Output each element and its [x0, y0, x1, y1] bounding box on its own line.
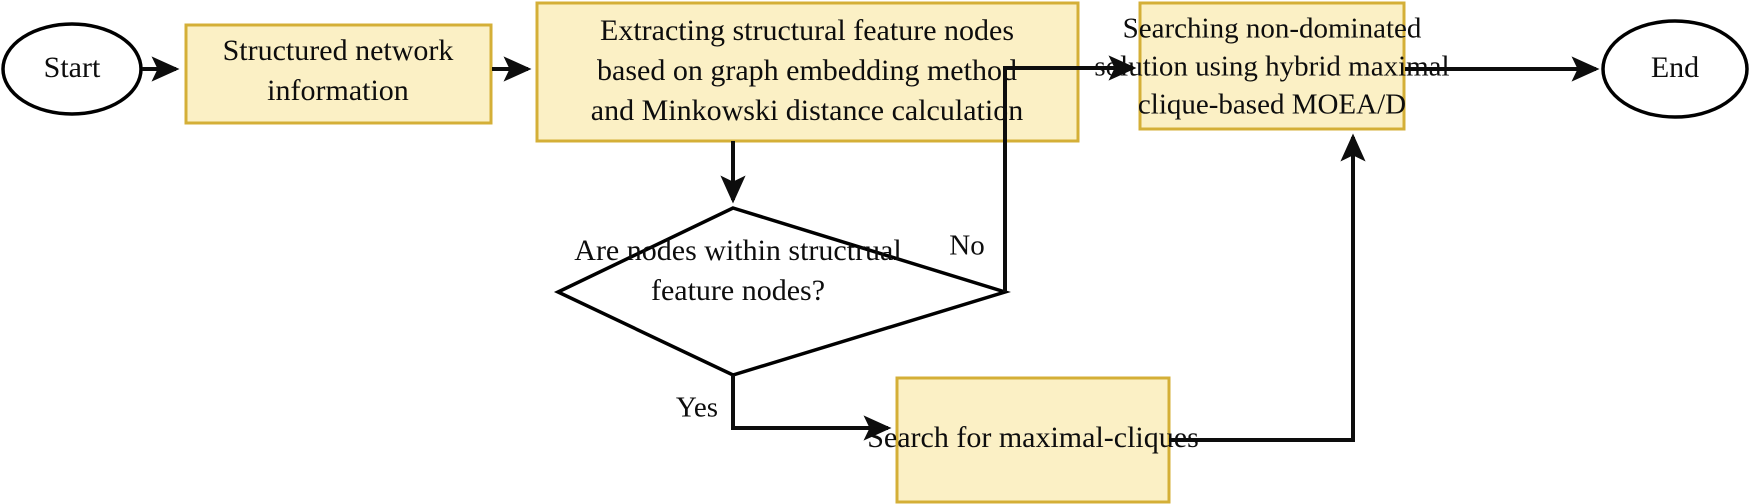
- edge-decision-no-line: [1003, 55, 1137, 292]
- search-for-maximal-cliques-line-1: Search for maximal-cliques: [867, 421, 1199, 454]
- searching-non-dominated-solution-line-2: solution using hybrid maximal: [1094, 51, 1449, 83]
- node-search-for-maximal-cliques: Search for maximal-cliques: [867, 376, 1199, 504]
- edge-cliques-to-searching-line: [1169, 133, 1366, 442]
- node-start: Start: [1, 22, 143, 116]
- searching-non-dominated-solution-line-1: Searching non-dominated: [1123, 13, 1422, 45]
- edge-label-yes: Yes: [676, 392, 718, 424]
- end-label: End: [1651, 51, 1699, 84]
- structured-network-information-line-2: information: [267, 74, 409, 107]
- node-structured-network-information: Structured network information: [184, 23, 493, 125]
- node-decision-nodes-within-structural-features: Are nodes within structrual feature node…: [553, 206, 1011, 377]
- extracting-structural-feature-nodes-line-3: and Minkowski distance calculation: [591, 94, 1023, 127]
- node-extracting-structural-feature-nodes: Extracting structural feature nodes base…: [535, 1, 1080, 143]
- edge-cliques-to-searching: [1169, 133, 1366, 442]
- structured-network-information-box-shape: [184, 23, 493, 125]
- edge-decision-no-to-searching: No: [949, 55, 1137, 292]
- edge-decision-yes-to-cliques: Yes: [676, 375, 892, 441]
- end-ellipse-shape: [1601, 19, 1749, 119]
- edge-decision-yes-line: [731, 375, 892, 441]
- node-searching-non-dominated-solution: Searching non-dominated solution using h…: [1094, 1, 1450, 131]
- structured-network-information-line-1: Structured network: [223, 34, 454, 67]
- extracting-structural-feature-nodes-line-1: Extracting structural feature nodes: [600, 14, 1014, 47]
- searching-non-dominated-solution-box-shape: [1138, 1, 1406, 131]
- searching-non-dominated-solution-line-3: clique-based MOEA/D: [1138, 89, 1406, 121]
- edge-label-no: No: [949, 230, 984, 262]
- node-end: End: [1601, 19, 1749, 119]
- decision-label-line-1: Are nodes within structrual: [574, 234, 901, 267]
- start-ellipse-shape: [1, 22, 143, 116]
- extracting-structural-feature-nodes-line-2: based on graph embedding method: [597, 54, 1017, 87]
- decision-label-line-2: feature nodes?: [651, 274, 825, 307]
- start-label: Start: [44, 51, 101, 84]
- extracting-structural-feature-nodes-box-shape: [535, 1, 1080, 143]
- search-for-maximal-cliques-box-shape: [895, 376, 1171, 504]
